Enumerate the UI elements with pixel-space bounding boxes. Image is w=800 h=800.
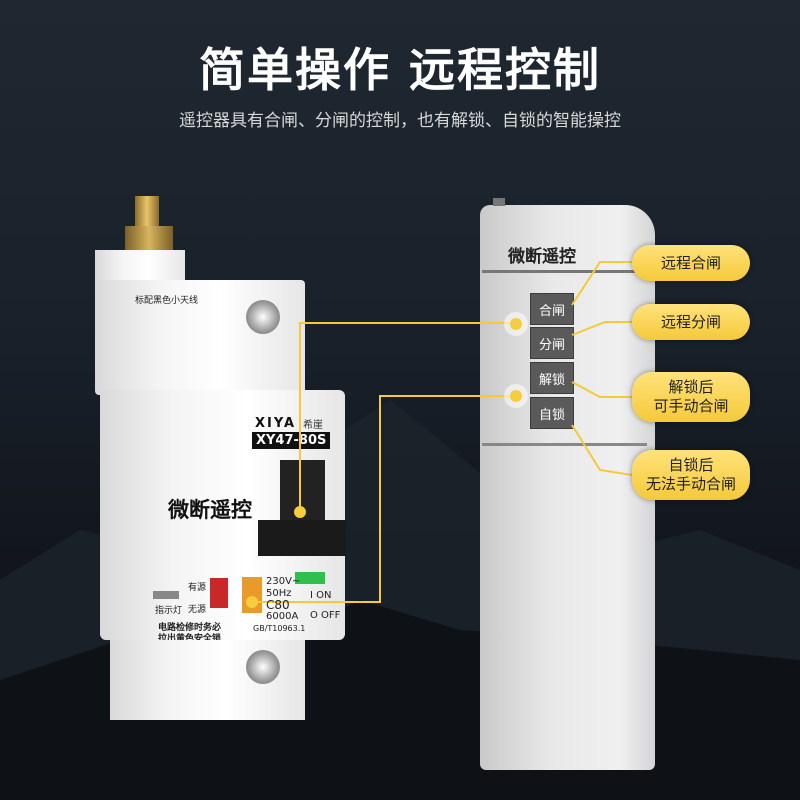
indicator-light bbox=[153, 591, 179, 599]
callout-remote-open: 远程分闸 bbox=[632, 304, 750, 340]
callout-text: 远程合闸 bbox=[660, 253, 721, 272]
remote-label: 微断遥控 bbox=[508, 247, 576, 267]
remote-divider-bottom bbox=[482, 443, 647, 446]
warning-line-2: 拉出黄色安全锁 bbox=[158, 634, 222, 644]
status-window bbox=[295, 572, 325, 584]
breaker-handle-dot bbox=[294, 506, 306, 518]
remote-dot-lower bbox=[510, 390, 522, 402]
breaker-handle-base bbox=[258, 520, 346, 556]
screw-terminal-top bbox=[246, 300, 280, 334]
breaker-handle[interactable] bbox=[280, 460, 325, 530]
source-indicator bbox=[210, 578, 228, 608]
remote-button-close[interactable]: 合闸 bbox=[530, 293, 574, 325]
antenna-label: 标配黑色小天线 bbox=[135, 296, 199, 306]
screw-terminal-bottom bbox=[246, 650, 280, 684]
indicator-label: 指示灯 bbox=[155, 606, 183, 616]
antenna bbox=[135, 196, 159, 228]
on-label: I ON bbox=[310, 590, 332, 601]
source-off-label: 无源 bbox=[188, 605, 207, 615]
callout-text: 解锁后 bbox=[668, 378, 714, 396]
spec-standard: GB/T10963.1 bbox=[253, 624, 306, 633]
off-label: O OFF bbox=[310, 610, 341, 621]
spec-breaking: 6000A bbox=[266, 611, 299, 622]
product-label: 微断遥控 bbox=[168, 498, 252, 522]
remote-button-open[interactable]: 分闸 bbox=[530, 327, 574, 359]
spec-voltage: 230V~ bbox=[266, 576, 301, 587]
callout-unlock: 解锁后可手动合闸 bbox=[632, 372, 750, 422]
callout-remote-close: 远程合闸 bbox=[632, 245, 750, 281]
callout-text: 可手动合闸 bbox=[653, 397, 729, 415]
callout-text: 自锁后 bbox=[668, 456, 714, 474]
lock-dot bbox=[246, 596, 258, 608]
callout-text: 无法手动合闸 bbox=[645, 475, 736, 493]
breaker-upper-body bbox=[95, 280, 305, 395]
spec-current: C80 bbox=[266, 598, 290, 612]
callout-text: 远程分闸 bbox=[660, 312, 721, 331]
remote-button-lock[interactable]: 自锁 bbox=[530, 397, 574, 429]
spec-frequency: 50Hz bbox=[266, 588, 292, 599]
remote-dot-upper bbox=[510, 318, 522, 330]
source-on-label: 有源 bbox=[188, 583, 207, 593]
warning-line-1: 电路检修时务必 bbox=[158, 623, 222, 633]
remote-button-unlock[interactable]: 解锁 bbox=[530, 362, 574, 394]
brand-cn: 希崖 bbox=[303, 420, 323, 431]
callout-lock: 自锁后无法手动合闸 bbox=[632, 450, 750, 500]
remote-antenna bbox=[493, 198, 505, 206]
model-label: XY47-80S bbox=[252, 432, 331, 449]
antenna-base bbox=[125, 226, 173, 252]
remote-divider-top bbox=[482, 270, 647, 273]
brand-logo: XIYA bbox=[255, 416, 297, 431]
page-title: 简单操作 远程控制 bbox=[198, 43, 601, 97]
page-subtitle: 遥控器具有合闸、分闸的控制，也有解锁、自锁的智能操控 bbox=[179, 111, 621, 131]
